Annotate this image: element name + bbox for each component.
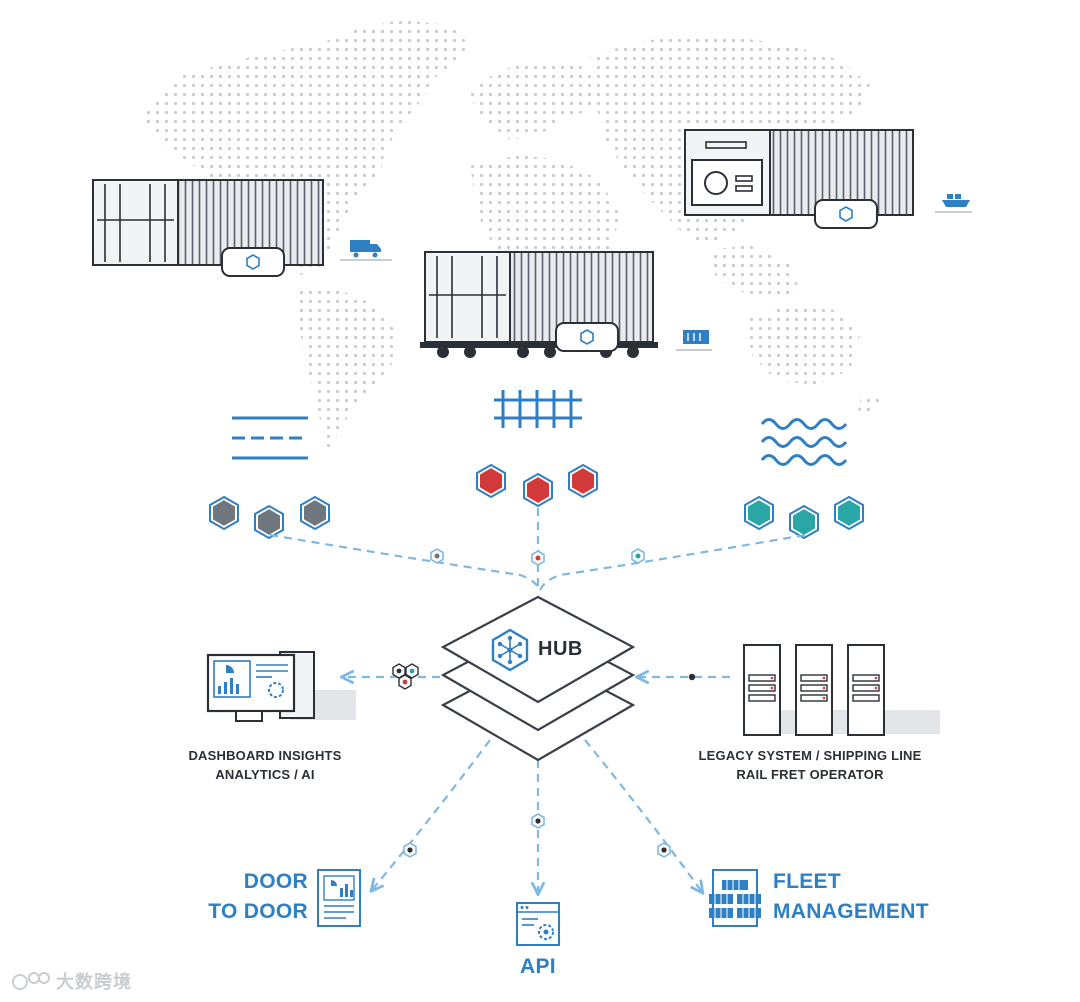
fleet-containers-icon [709,869,761,927]
fleet-management-label: FLEET MANAGEMENT [773,867,943,927]
road-container [92,179,324,277]
watermark-text: 大数跨境 [56,972,132,993]
hub-stack [440,595,636,762]
document-chart-icon [317,869,361,927]
legacy-label-line1: LEGACY SYSTEM / SHIPPING LINE [698,748,922,763]
rail-container [420,251,658,358]
dashboard-label-line1: DASHBOARD INSIGHTS [188,748,342,763]
dashboard-label-line2: ANALYTICS / AI [215,767,315,782]
sea-data-hexes [744,495,864,540]
server-rack-icon [743,644,940,736]
door-label-line2: TO DOOR [208,900,308,923]
hub-label: HUB [538,638,583,660]
dashboard-monitor-icon [206,651,356,722]
road-icon [232,416,308,460]
ship-icon [935,194,972,213]
rail-track-icon [494,390,582,428]
rail-data-hexes [476,463,598,508]
door-label-line1: DOOR [243,870,308,893]
truck-icon [340,240,392,261]
road-data-hexes [209,495,330,540]
legacy-label-line2: RAIL FRET OPERATOR [736,767,884,782]
watermark-logo-icon [12,972,50,990]
api-label: API [520,955,556,978]
fleet-label-line2: MANAGEMENT [773,900,929,923]
waves-icon [760,418,848,466]
sea-container [684,129,914,229]
fleet-label-line1: FLEET [773,870,841,893]
train-icon [676,330,712,351]
hub-network-icon [491,628,529,672]
door-to-door-label: DOOR TO DOOR [190,867,308,927]
flow-lines [269,508,806,893]
line-hex-markers [403,548,696,858]
legacy-system-label: LEGACY SYSTEM / SHIPPING LINE RAIL FRET … [690,746,930,784]
api-window-icon [516,902,560,946]
data-cluster-icon [392,663,419,690]
dashboard-label: DASHBOARD INSIGHTS ANALYTICS / AI [175,746,355,784]
